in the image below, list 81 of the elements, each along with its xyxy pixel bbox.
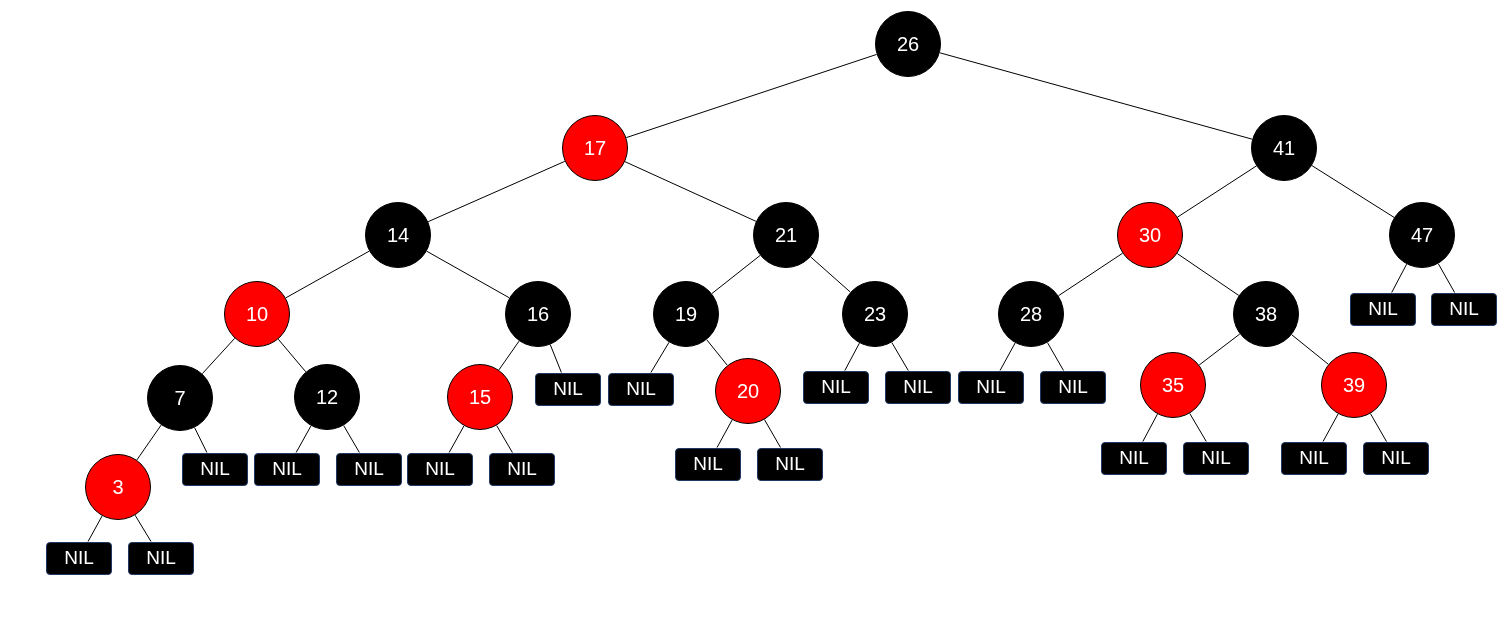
tree-edge — [134, 514, 152, 542]
tree-edge — [285, 250, 370, 299]
nil-leaf-box: NIL — [46, 541, 112, 575]
nil-leaf-box: NIL — [489, 452, 555, 486]
nil-leaf-box: NIL — [958, 370, 1024, 404]
tree-node-circle: 28 — [998, 281, 1064, 347]
tree-node-circle: 30 — [1117, 202, 1183, 268]
nil-leaf-box: NIL — [1281, 441, 1347, 475]
nil-leaf-box: NIL — [128, 541, 194, 575]
tree-edge — [1437, 263, 1456, 293]
tree-edge — [496, 425, 513, 453]
tree-edge — [343, 425, 360, 453]
tree-edge — [650, 341, 670, 373]
tree-node-circle: 19 — [653, 281, 719, 347]
tree-edge — [1177, 165, 1257, 218]
tree-node-circle: 10 — [224, 281, 290, 347]
tree-edge — [810, 256, 851, 293]
tree-edge — [624, 161, 757, 222]
tree-node-circle: 38 — [1233, 281, 1299, 347]
nil-leaf-box: NIL — [885, 370, 951, 404]
tree-edge — [1058, 252, 1123, 297]
tree-node-circle: 7 — [147, 365, 213, 431]
nil-leaf-box: NIL — [254, 452, 320, 486]
tree-edge — [706, 339, 728, 366]
tree-node-circle: 21 — [753, 202, 819, 268]
tree-edge — [711, 254, 761, 295]
tree-edge — [716, 419, 733, 448]
tree-edge — [1291, 334, 1329, 365]
tree-node-circle: 12 — [294, 364, 360, 430]
tree-edge — [1322, 413, 1339, 442]
tree-edge — [1369, 413, 1387, 442]
tree-node-circle: 15 — [447, 364, 513, 430]
tree-edge — [999, 342, 1016, 371]
tree-edge — [939, 52, 1253, 140]
tree-node-circle: 35 — [1140, 352, 1206, 418]
tree-edge — [1391, 263, 1408, 293]
tree-edge — [549, 344, 562, 373]
nil-leaf-box: NIL — [1183, 441, 1249, 475]
nil-leaf-box: NIL — [535, 372, 601, 406]
tree-node-circle: 39 — [1321, 352, 1387, 418]
tree-edge — [498, 340, 520, 371]
nil-leaf-box: NIL — [1101, 441, 1167, 475]
tree-node-circle: 23 — [842, 281, 908, 347]
tree-node-circle: 41 — [1251, 115, 1317, 181]
nil-leaf-box: NIL — [1350, 292, 1416, 326]
tree-edge — [136, 424, 162, 461]
tree-edge — [1198, 333, 1241, 366]
tree-node-circle: 47 — [1389, 202, 1455, 268]
tree-node-circle: 14 — [365, 202, 431, 268]
tree-edge — [844, 342, 860, 371]
tree-edge — [277, 338, 307, 373]
nil-leaf-box: NIL — [803, 370, 869, 404]
nil-leaf-box: NIL — [1431, 292, 1497, 326]
tree-node-circle: 20 — [715, 358, 781, 424]
nil-leaf-box: NIL — [608, 372, 674, 406]
tree-node-circle: 3 — [85, 454, 151, 520]
tree-edge — [625, 53, 878, 139]
tree-edge — [1189, 412, 1207, 442]
tree-edge — [201, 337, 236, 375]
tree-edge — [891, 341, 909, 371]
nil-leaf-box: NIL — [757, 447, 823, 481]
tree-node-circle: 16 — [505, 281, 571, 347]
nil-leaf-box: NIL — [1040, 370, 1106, 404]
nil-leaf-box: NIL — [675, 447, 741, 481]
tree-edge — [427, 160, 566, 223]
tree-edge — [295, 425, 312, 453]
tree-edge — [1142, 413, 1158, 442]
tree-edge — [1176, 253, 1240, 296]
tree-node-circle: 17 — [562, 115, 628, 181]
tree-edge — [448, 425, 465, 453]
tree-edge — [763, 419, 781, 448]
nil-leaf-box: NIL — [407, 452, 473, 486]
tree-edge — [426, 250, 510, 299]
nil-leaf-box: NIL — [336, 452, 402, 486]
tree-node-circle: 26 — [875, 11, 941, 77]
tree-edge — [1046, 342, 1064, 371]
tree-edge — [1311, 165, 1395, 218]
tree-edge — [194, 427, 208, 453]
tree-edge — [87, 515, 103, 542]
nil-leaf-box: NIL — [1363, 441, 1429, 475]
nil-leaf-box: NIL — [182, 452, 248, 486]
